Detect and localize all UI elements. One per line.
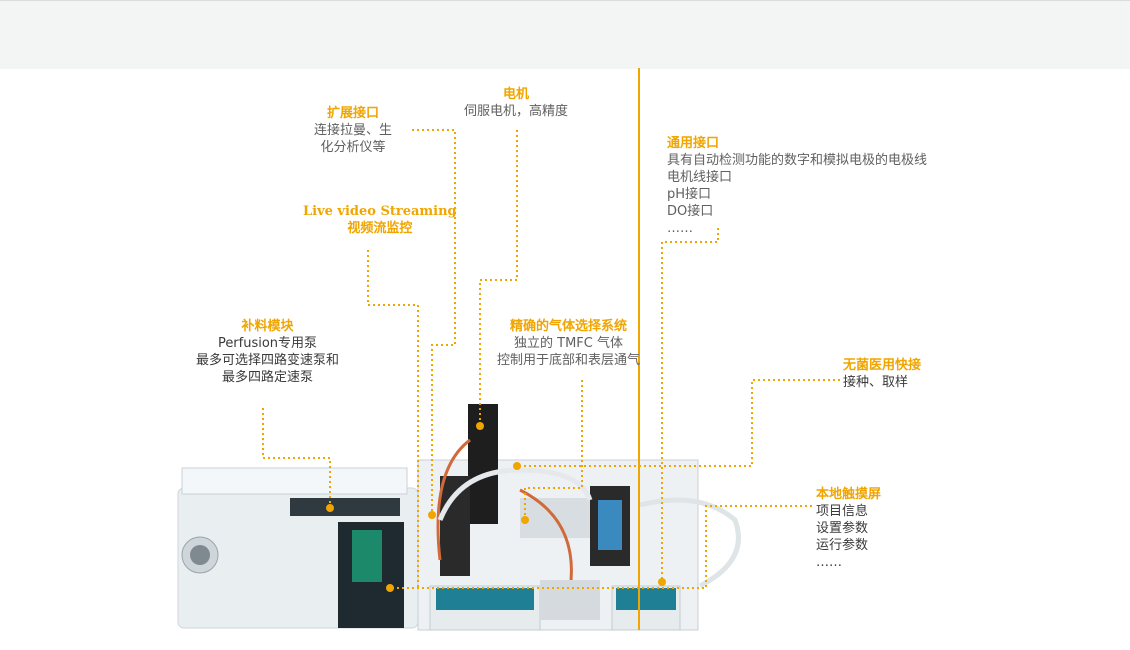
callout-general-port-line: pH接口 <box>667 187 712 202</box>
callout-touchscreen-title: 本地触摸屏 <box>816 487 882 502</box>
callout-touchscreen-line: 运行参数 <box>816 538 869 553</box>
callout-gas-title: 精确的气体选择系统 <box>510 319 628 334</box>
callout-general-port-line: 具有自动检测功能的数字和模拟电极的电极线 <box>667 153 928 168</box>
callout-general-port-title: 通用接口 <box>667 136 720 151</box>
callout-video-streaming: Live video Streaming 视频流监控 <box>303 203 457 237</box>
callout-video-title: Live video Streaming <box>303 204 457 219</box>
callout-touchscreen-line: …… <box>816 555 842 570</box>
callout-feed-line: 最多四路定速泵 <box>222 370 314 385</box>
callout-expansion-line: 连接拉曼、生 <box>314 123 393 138</box>
callout-motor-title: 电机 <box>503 87 530 102</box>
callout-gas-line: 控制用于底部和表层通气 <box>497 353 641 368</box>
callout-general-port-line: …… <box>667 221 693 236</box>
callout-video-subtitle: 视频流监控 <box>347 221 413 236</box>
callout-gas-line: 独立的 TMFC 气体 <box>514 336 623 351</box>
callout-feed-module: 补料模块 Perfusion专用泵 最多可选择四路变速泵和 最多四路定速泵 <box>196 318 339 386</box>
callout-feed-line: 最多可选择四路变速泵和 <box>196 353 340 368</box>
callout-gas-system: 精确的气体选择系统 独立的 TMFC 气体 控制用于底部和表层通气 <box>497 318 640 369</box>
callout-expansion-port: 扩展接口 连接拉曼、生 化分析仪等 <box>314 105 392 156</box>
callout-expansion-title: 扩展接口 <box>327 106 380 121</box>
callout-sterile-connector: 无菌医用快接 接种、取样 <box>843 357 921 391</box>
callout-touchscreen-line: 项目信息 <box>816 504 869 519</box>
callout-touchscreen-line: 设置参数 <box>816 521 869 536</box>
callout-general-port-line: DO接口 <box>667 204 714 219</box>
callout-sterile-title: 无菌医用快接 <box>843 358 922 373</box>
callout-general-port-line: 电机线接口 <box>667 170 733 185</box>
callout-motor-line: 伺服电机，高精度 <box>464 104 569 119</box>
callout-touchscreen: 本地触摸屏 项目信息 设置参数 运行参数 …… <box>816 486 881 571</box>
top-banner <box>0 0 1130 69</box>
callout-expansion-line: 化分析仪等 <box>320 140 386 155</box>
callout-feed-line: Perfusion专用泵 <box>217 336 318 351</box>
callout-sterile-line: 接种、取样 <box>843 375 909 390</box>
callout-feed-title: 补料模块 <box>241 319 294 334</box>
callout-general-port: 通用接口 具有自动检测功能的数字和模拟电极的电极线 电机线接口 pH接口 DO接… <box>667 135 927 237</box>
callout-motor: 电机 伺服电机，高精度 <box>464 86 568 120</box>
